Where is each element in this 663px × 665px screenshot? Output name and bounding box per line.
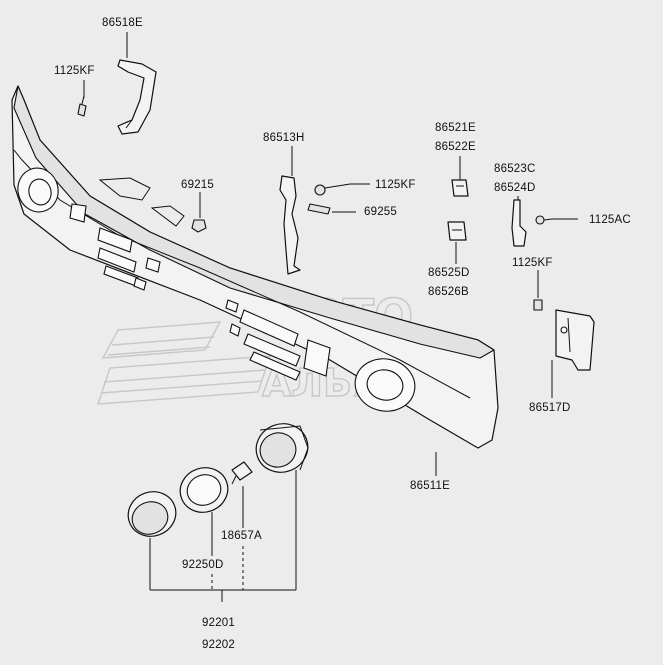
label-92202: 92202 (202, 639, 235, 651)
clip-69255 (307, 203, 331, 215)
label-86521E: 86521E (435, 122, 476, 134)
label-86511E: 86511E (410, 480, 450, 492)
label-86524D: 86524D (494, 182, 535, 194)
bumper-86511E (11, 85, 499, 449)
nut-69215 (191, 219, 207, 233)
label-1125AC: 1125AC (589, 214, 631, 226)
watermark-logo-icon (97, 321, 271, 405)
bracket-86523C (511, 199, 527, 247)
gasket-92250D (179, 467, 229, 513)
bracket-86513H (279, 175, 301, 275)
leader-lines (83, 32, 578, 602)
fog-lamp-housing (255, 423, 309, 473)
label-86526B: 86526B (428, 286, 469, 298)
label-86522E: 86522E (435, 141, 476, 153)
screw-1125AC (535, 215, 553, 225)
label-86523C: 86523C (494, 163, 535, 175)
label-1125KF-b: 1125KF (375, 179, 416, 191)
label-92201: 92201 (202, 617, 235, 629)
label-86513H: 86513H (263, 132, 304, 144)
clip-86525D (447, 221, 467, 241)
label-86525D: 86525D (428, 267, 469, 279)
lens-92201 (127, 491, 177, 537)
label-69255: 69255 (364, 206, 397, 218)
label-69215: 69215 (181, 179, 214, 191)
label-1125KF-a: 1125KF (54, 65, 95, 77)
label-1125KF-c: 1125KF (512, 257, 553, 269)
bulb-18657A (231, 461, 253, 485)
part-labels: 86518E 1125KF 86513H 69215 1125KF 69255 … (54, 17, 631, 651)
bolt-1125KF-b (314, 183, 351, 196)
clip-86521E (451, 179, 469, 197)
screw-1125KF-c (533, 299, 543, 311)
label-92250D: 92250D (182, 559, 223, 571)
bracket-86518E (117, 59, 157, 135)
label-86517D: 86517D (529, 402, 570, 414)
screw-1125KF-a (77, 95, 87, 117)
bracket-86517D (555, 309, 595, 371)
label-18657A: 18657A (221, 530, 262, 542)
label-86518E: 86518E (102, 17, 143, 29)
